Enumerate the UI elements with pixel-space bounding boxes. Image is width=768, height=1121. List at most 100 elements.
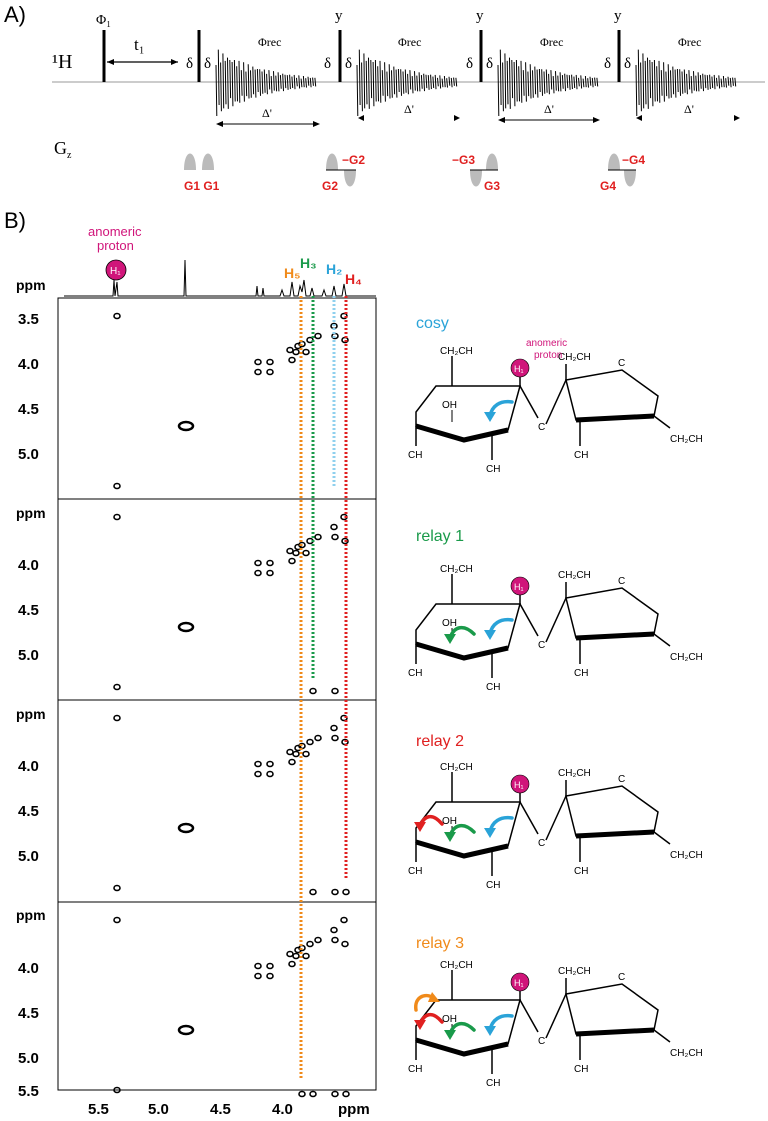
y-tick: 5.5: [18, 1083, 39, 1100]
fid-stroke: [243, 62, 245, 102]
gradient-lobe: [202, 153, 214, 170]
bond: [653, 415, 671, 429]
fid-stroke: [502, 62, 504, 112]
h1-badge-text: H₁: [514, 582, 524, 592]
y-tick: 4.5: [18, 1005, 39, 1022]
coupling-arrowhead: [484, 630, 496, 640]
t1-arrowhead-left: [107, 59, 114, 65]
cross-peak: [309, 687, 317, 695]
delta-label-6: δ: [486, 56, 493, 72]
x-tick: 5.0: [148, 1101, 169, 1118]
fid-stroke: [217, 49, 220, 105]
cross-peak: [288, 758, 296, 766]
cross-peak: [113, 714, 121, 722]
c-label: C: [538, 838, 545, 849]
fid-stroke: [361, 62, 363, 112]
cross-peak: [286, 346, 294, 354]
fid-stroke: [695, 75, 698, 92]
cross-peak: [288, 356, 296, 364]
coupling-arrowhead: [444, 832, 456, 842]
phase-label-1: Φ₁: [96, 13, 111, 28]
t1-arrowhead-right: [171, 59, 178, 65]
coupling-arrowhead: [414, 822, 426, 832]
fid-stroke: [497, 64, 500, 117]
fid-4: [635, 49, 737, 117]
cross-peak: [254, 972, 262, 980]
fid-stroke: [423, 73, 425, 92]
fid-stroke: [240, 70, 243, 96]
ch2ch-label: CH₂CH: [558, 570, 591, 581]
ppm-label: ppm: [16, 505, 46, 521]
t1-label: t₁: [134, 35, 145, 54]
fid-stroke: [372, 61, 375, 107]
fid-stroke: [543, 71, 546, 94]
fid-stroke: [720, 78, 723, 88]
fid-stroke: [716, 77, 718, 87]
h1-badge-top-text: H₁: [110, 266, 121, 277]
coupling-arrowhead: [484, 412, 496, 422]
fid-stroke: [266, 73, 268, 95]
fid-stroke: [568, 75, 571, 90]
y-tick: 4.0: [18, 356, 39, 373]
coupling-arrowhead: [444, 634, 456, 644]
fid-stroke: [425, 74, 428, 89]
arrowhead: [636, 115, 642, 121]
fid-stroke: [541, 69, 543, 96]
fid-stroke: [690, 76, 693, 94]
cross-peak: [266, 972, 274, 980]
fid-stroke: [441, 78, 444, 88]
ppm-label: ppm: [16, 706, 46, 722]
cross-peak: [331, 888, 339, 896]
fid-stroke: [538, 69, 541, 92]
gradient-label-g3: G3: [484, 179, 500, 193]
delta-label-7: δ: [604, 56, 611, 72]
fid-stroke: [706, 75, 709, 90]
delta-label-8: δ: [624, 56, 631, 72]
ch-label: CH: [574, 1064, 588, 1075]
fid-stroke: [309, 77, 312, 88]
fid-stroke: [254, 69, 257, 98]
ring-bold-edge: [415, 423, 509, 443]
gradient-label-neg-g2: −G2: [342, 153, 365, 167]
fid-stroke: [699, 75, 702, 89]
furanose-ring: [565, 983, 659, 1035]
furanose-ring: [565, 369, 659, 421]
projection-spectrum: [64, 259, 376, 297]
ring-bold-edge: [575, 1027, 655, 1037]
x-tick: 4.5: [210, 1101, 231, 1118]
cross-peak: [266, 770, 274, 778]
cross-peak: [330, 724, 338, 732]
delta-label-2: δ: [204, 56, 211, 72]
h1-badge: [510, 358, 530, 378]
gradient-label-g2: G2: [322, 179, 338, 193]
cross-peak: [302, 348, 310, 356]
fid-stroke: [548, 73, 550, 95]
fid-stroke: [291, 76, 294, 89]
acquisition-block-4: y δ Φrec Δ': [614, 8, 740, 121]
c-label: C: [618, 972, 625, 983]
y-axis-relay3: ppm 4.0 4.5 5.0 5.5: [16, 907, 46, 1100]
y-axis-cosy: 3.5 4.0 4.5 5.0: [18, 311, 39, 463]
fid-stroke: [545, 69, 548, 93]
gradient-lobe: [184, 153, 196, 170]
bond: [545, 993, 567, 1039]
fid-stroke: [420, 75, 423, 89]
cross-peak: [341, 537, 349, 545]
fid-stroke: [665, 71, 668, 97]
fid-stroke: [527, 71, 530, 97]
fid-stroke: [589, 76, 592, 86]
fid-stroke: [729, 77, 732, 88]
cross-peak: [302, 952, 310, 960]
fid-stroke: [358, 49, 361, 105]
arrowhead: [593, 117, 600, 123]
fid-stroke: [571, 74, 573, 90]
cross-peak: [254, 559, 262, 567]
fid-stroke: [656, 66, 658, 102]
cross-peak: [113, 513, 121, 521]
fid-stroke: [439, 75, 442, 89]
c-label: C: [538, 640, 545, 651]
fid-stroke: [559, 72, 562, 92]
x-tick: ppm: [338, 1101, 370, 1118]
cross-peak: [292, 750, 300, 758]
